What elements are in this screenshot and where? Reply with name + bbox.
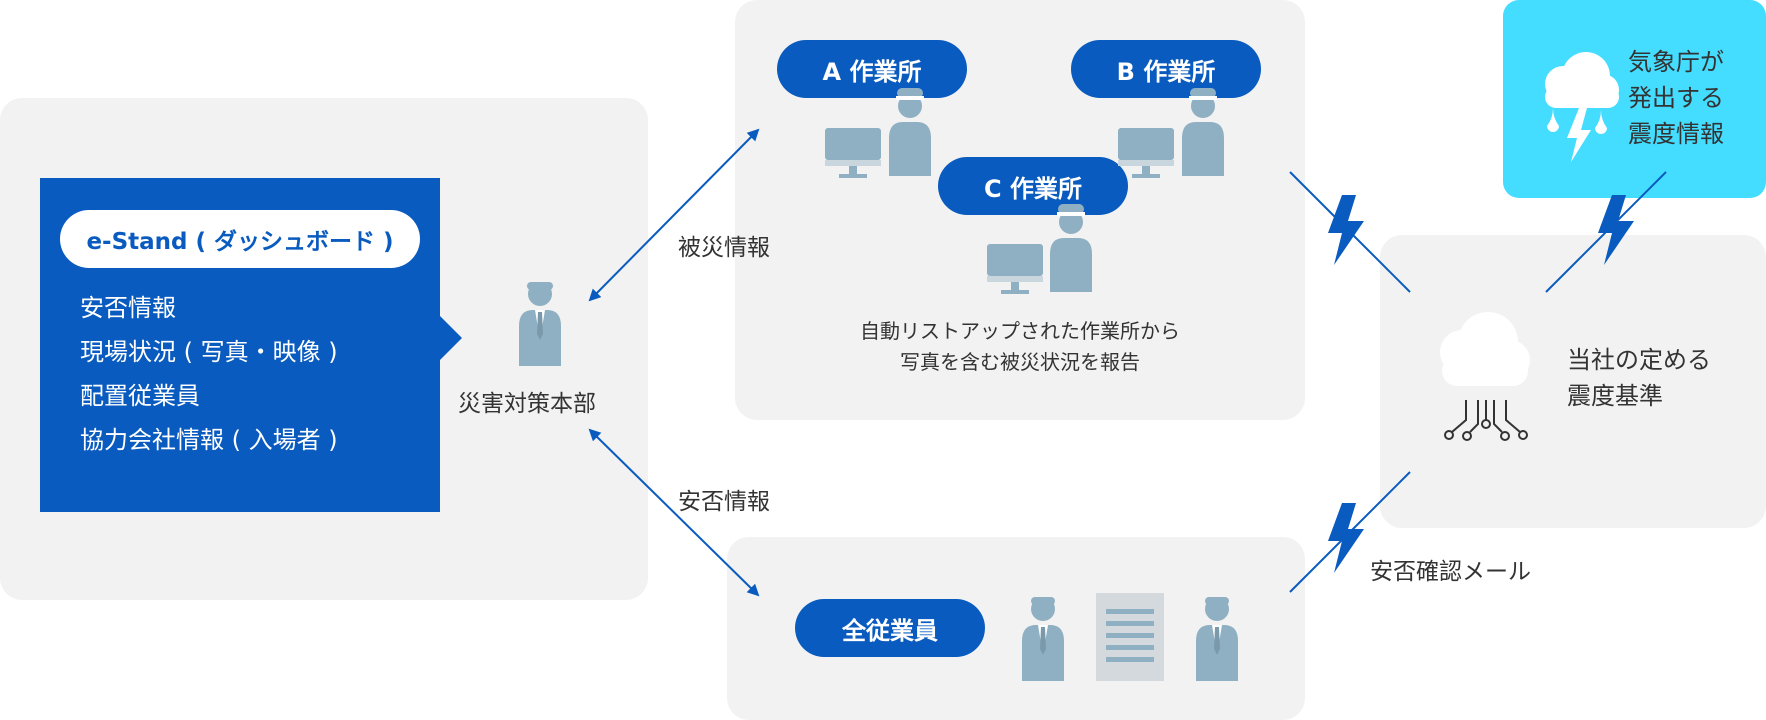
worksite-caption-line-1: 自動リストアップされた作業所から: [860, 319, 1180, 343]
computer-icon: [1118, 128, 1174, 178]
worker-icon: [1182, 88, 1224, 176]
lightning-icon: [1598, 195, 1634, 265]
dashboard-title: e-Stand ( ダッシュボード ): [60, 210, 420, 268]
weather-line-1: 気象庁が: [1628, 48, 1724, 76]
worksite-c-pill: C 作業所: [938, 157, 1128, 215]
weather-line-2: 発出する: [1628, 84, 1724, 112]
all-employees-pill: 全従業員: [795, 599, 985, 657]
worker-icon: [889, 88, 931, 176]
weather-info-box: 気象庁が 発出する 震度情報: [1503, 0, 1766, 198]
weather-text: 気象庁が 発出する 震度情報: [1628, 44, 1724, 152]
weather-line-3: 震度情報: [1628, 120, 1724, 148]
computer-icon: [825, 128, 881, 178]
safety-mail-label: 安否確認メール: [1370, 559, 1531, 585]
damage-info-arrow: [588, 128, 760, 302]
criteria-line-1: 当社の定める: [1567, 346, 1711, 374]
worksite-a-pill: A 作業所: [777, 40, 967, 98]
document-icon: [1096, 593, 1164, 681]
lightning-icon: [1328, 195, 1364, 265]
cloud-circuit-icon: [1440, 312, 1530, 441]
computer-icon: [987, 244, 1043, 294]
dashboard-pointer: [440, 316, 462, 360]
employee-person-icon: [1022, 597, 1064, 681]
dashboard-box: e-Stand ( ダッシュボード ) 安否情報 現場状況 ( 写真・映像 ) …: [40, 178, 440, 512]
dashboard-item-list: 安否情報 現場状況 ( 写真・映像 ) 配置従業員 協力会社情報 ( 入場者 ): [80, 286, 338, 462]
rain-cloud-icon: [1545, 52, 1619, 162]
hq-label: 災害対策本部: [458, 391, 596, 417]
criteria-text: 当社の定める 震度基準: [1567, 342, 1711, 414]
worksite-b-pill: B 作業所: [1071, 40, 1261, 98]
safety-info-arrow: [588, 428, 760, 597]
dashboard-item: 安否情報: [80, 294, 176, 322]
dashboard-item: 現場状況 ( 写真・映像 ): [80, 338, 338, 366]
hq-person-icon: [519, 282, 561, 366]
worksite-caption-line-2: 写真を含む被災状況を報告: [900, 350, 1140, 374]
worker-icon: [1050, 204, 1092, 292]
worksite-caption: 自動リストアップされた作業所から 写真を含む被災状況を報告: [780, 316, 1260, 378]
dashboard-item: 配置従業員: [80, 382, 200, 410]
criteria-line-2: 震度基準: [1567, 382, 1663, 410]
employee-person-icon: [1196, 597, 1238, 681]
lightning-icon: [1328, 503, 1364, 573]
dashboard-item: 協力会社情報 ( 入場者 ): [80, 426, 338, 454]
criteria-panel: [1380, 235, 1766, 528]
